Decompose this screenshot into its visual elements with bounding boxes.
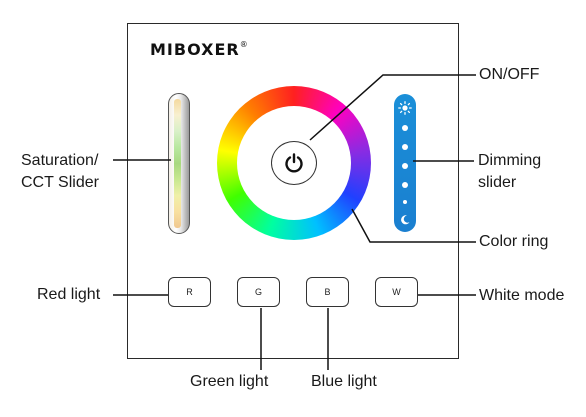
brand-logo: MIBOXER® [150, 40, 249, 59]
green-button[interactable]: G [237, 277, 280, 307]
saturation-label-line2: CCT Slider [21, 174, 99, 191]
color-ring-label: Color ring [479, 233, 549, 250]
brand-name: MIBOXER [150, 40, 240, 59]
dimming-level-dot[interactable] [402, 125, 408, 131]
green-light-label: Green light [190, 373, 269, 390]
dimming-label-line1: Dimming [478, 152, 542, 169]
dimming-slider[interactable] [394, 94, 416, 232]
on-off-label: ON/OFF [479, 66, 540, 83]
white-mode-label: White mode [479, 287, 565, 304]
dimming-label-line2: slider [478, 174, 517, 191]
blue-button[interactable]: B [306, 277, 349, 307]
blue-light-label: Blue light [311, 373, 377, 390]
saturation-cct-slider[interactable] [168, 93, 190, 234]
red-light-label: Red light [37, 286, 101, 303]
registered-mark: ® [239, 39, 249, 49]
sun-icon [398, 101, 412, 115]
moon-icon [401, 215, 410, 225]
power-icon [285, 153, 303, 173]
white-button[interactable]: W [375, 277, 418, 307]
dimming-level-dot[interactable] [402, 144, 408, 150]
power-button[interactable] [271, 141, 317, 185]
dimming-level-dot[interactable] [402, 182, 408, 188]
saturation-gradient-strip [174, 99, 181, 228]
red-button[interactable]: R [168, 277, 211, 307]
dimming-level-dot[interactable] [403, 200, 407, 204]
saturation-label-line1: Saturation/ [21, 152, 99, 169]
dimming-level-dot[interactable] [402, 163, 408, 169]
